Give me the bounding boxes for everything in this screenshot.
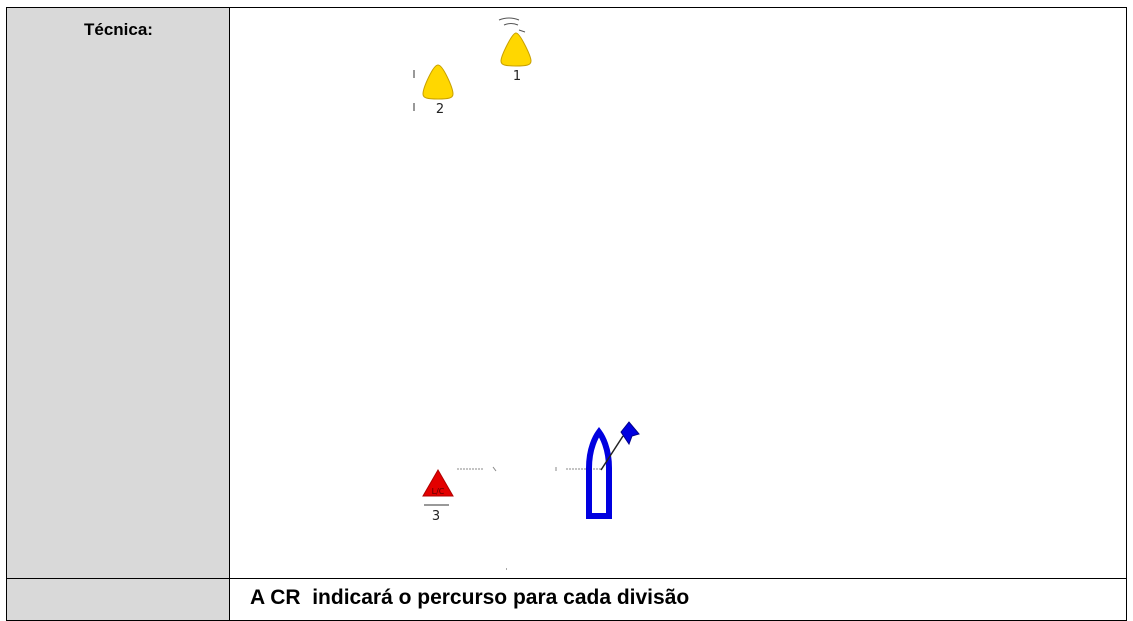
mark-2-number: 2 [436,102,444,117]
tecnica-label: Técnica: [84,20,153,39]
start-line [457,466,601,570]
course-diagram: 1 2 L/C 3 [413,17,640,570]
course-note: A CR indicará o percurso para cada divis… [250,586,690,609]
row-divider [7,578,1126,579]
mark-2: 2 [413,64,454,117]
mark-3-number: 3 [432,509,440,524]
mark-1: 1 [498,17,532,84]
committee-boat [586,421,640,519]
label-column: Técnica: [7,8,230,620]
mark-3-inner-label: L/C [432,487,445,496]
course-table: Técnica: 1 2 L/C [6,7,1127,621]
mark-1-number: 1 [513,69,521,84]
mark-3: L/C 3 [422,468,454,524]
